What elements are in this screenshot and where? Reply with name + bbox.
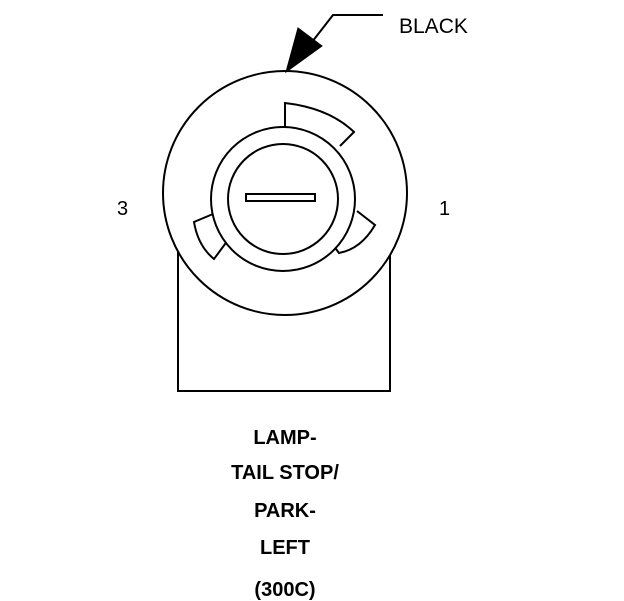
pin-label-3: 3 <box>117 198 129 220</box>
leader-arrow-icon <box>285 27 323 74</box>
pin-label-1: 1 <box>439 198 451 220</box>
terminal-tab-left <box>192 213 229 261</box>
caption-line-1: LAMP- <box>253 427 317 449</box>
connector-housing <box>177 250 391 392</box>
wire-color-label: BLACK <box>399 15 468 38</box>
caption-line-3: PARK- <box>254 500 316 522</box>
caption-line-2: TAIL STOP/ <box>231 462 339 484</box>
caption-line-4: LEFT <box>260 537 310 559</box>
caption-line-5: (300C) <box>254 579 316 601</box>
terminal-tab-top <box>284 101 356 147</box>
center-slot <box>245 193 316 202</box>
wire-leader-line <box>311 14 383 43</box>
